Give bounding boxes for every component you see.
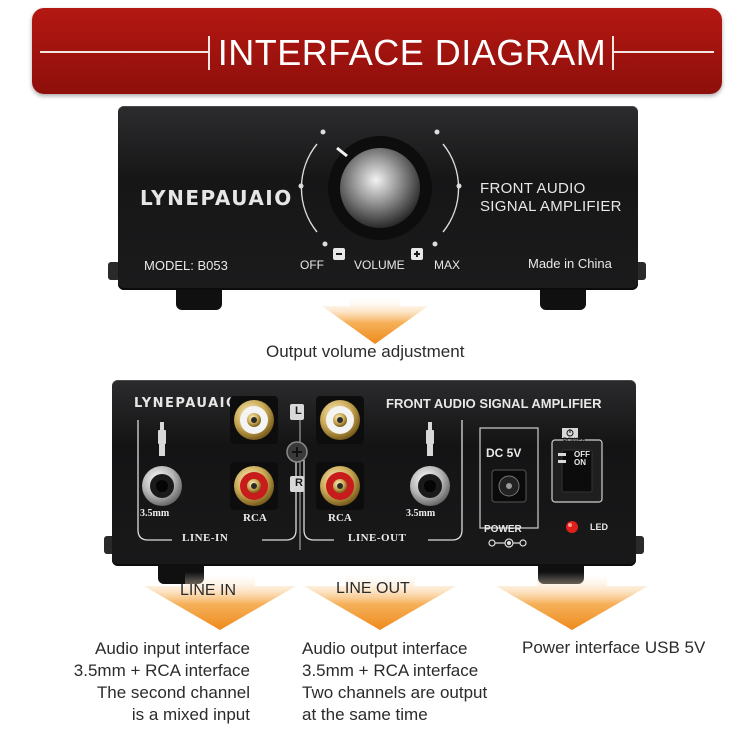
line-out-rca-label: RCA <box>328 512 352 524</box>
line-out-down-arrow <box>304 572 456 630</box>
power-switch-label: POWER <box>563 438 586 444</box>
line-in-plug-icon <box>158 422 166 456</box>
knob-cap <box>340 148 420 228</box>
switch-off-indicator <box>558 453 566 456</box>
dc-box <box>479 427 539 529</box>
front-model-label: MODEL: B053 <box>144 258 228 273</box>
line-in-rca-label: RCA <box>243 512 267 524</box>
front-product-line2: SIGNAL AMPLIFIER <box>480 198 622 215</box>
line-in-label: LINE-IN <box>182 532 229 544</box>
power-led <box>566 521 578 533</box>
line-out-label: LINE-OUT <box>348 532 407 544</box>
line-out-desc-line: at the same time <box>302 705 428 724</box>
front-origin-label: Made in China <box>528 256 612 271</box>
line-in-35mm-jack[interactable] <box>142 466 182 506</box>
line-in-rca-left-jack[interactable] <box>230 396 278 444</box>
channel-r-label: R <box>295 477 303 489</box>
back-product-name: FRONT AUDIO SIGNAL AMPLIFIER <box>386 396 602 411</box>
front-product-line1: FRONT AUDIO <box>480 180 586 197</box>
dc-power-label: POWER <box>484 524 522 535</box>
volume-knob[interactable] <box>295 120 465 270</box>
front-foot-right <box>540 290 586 310</box>
line-out-rca-right-jack[interactable] <box>316 462 364 510</box>
line-in-title: LINE IN <box>180 582 237 599</box>
ground-screw-icon <box>286 441 308 463</box>
line-out-plug-icon <box>426 422 434 456</box>
switch-off-label: OFF <box>574 450 590 459</box>
channel-l-label: L <box>295 405 302 417</box>
front-foot-left <box>176 290 222 310</box>
line-in-desc-line: is a mixed input <box>131 705 250 724</box>
banner-bar-right <box>612 36 614 70</box>
volume-off-label: OFF <box>300 258 324 272</box>
title-banner: INTERFACE DIAGRAM <box>32 8 722 94</box>
banner-rule-left <box>40 51 208 53</box>
volume-label: VOLUME <box>354 258 405 272</box>
back-panel-graphics <box>137 396 603 550</box>
line-out-bracket <box>303 420 463 541</box>
led-label: LED <box>590 522 608 532</box>
power-switch-button[interactable] <box>561 449 593 493</box>
line-out-desc-line: Audio output interface <box>302 639 468 658</box>
line-out-rca-left-jack[interactable] <box>316 396 364 444</box>
power-symbol-icon <box>566 429 574 437</box>
line-in-description: Audio input interface 3.5mm + RCA interf… <box>40 638 250 726</box>
line-out-35mm-jack[interactable] <box>410 466 450 506</box>
volume-scale-arc <box>300 143 460 233</box>
line-out-35mm-label: 3.5mm <box>406 508 436 519</box>
line-out-title: LINE OUT <box>336 580 410 597</box>
front-side-bump-left <box>108 262 120 280</box>
volume-max-label: MAX <box>434 258 461 272</box>
back-panel <box>112 380 636 566</box>
line-in-bracket <box>137 420 297 541</box>
line-in-35mm-label: 3.5mm <box>140 508 170 519</box>
line-out-desc-line: Two channels are output <box>302 683 488 702</box>
banner-rule-right <box>614 51 714 53</box>
front-caption: Output volume adjustment <box>266 342 465 361</box>
line-in-down-arrow <box>144 572 296 630</box>
dc-power-jack[interactable] <box>491 469 527 503</box>
switch-on-indicator <box>558 460 566 463</box>
polarity-icon <box>488 538 527 548</box>
line-out-desc-line: 3.5mm + RCA interface <box>302 661 479 680</box>
line-in-desc-line: 3.5mm + RCA interface <box>73 661 250 680</box>
power-description: Power interface USB 5V <box>522 638 706 657</box>
line-out-description: Audio output interface 3.5mm + RCA inter… <box>302 638 522 726</box>
power-down-arrow <box>496 572 648 630</box>
front-down-arrow <box>322 296 428 344</box>
page-title: INTERFACE DIAGRAM <box>217 32 607 73</box>
channel-l-badge <box>290 404 304 420</box>
knob-indicator <box>336 146 348 158</box>
switch-on-label: ON <box>574 458 586 467</box>
line-in-rca-right-jack[interactable] <box>230 462 278 510</box>
front-brand-logo: LYNEPAUAIO <box>140 186 293 210</box>
line-in-desc-line: The second channel <box>96 683 250 702</box>
line-in-desc-line: Audio input interface <box>95 639 250 658</box>
dc-voltage-label: DC 5V <box>486 446 522 460</box>
back-brand-logo: LYNEPAUAIO <box>134 396 239 411</box>
channel-r-badge <box>290 476 304 492</box>
banner-bar-left <box>208 36 210 70</box>
